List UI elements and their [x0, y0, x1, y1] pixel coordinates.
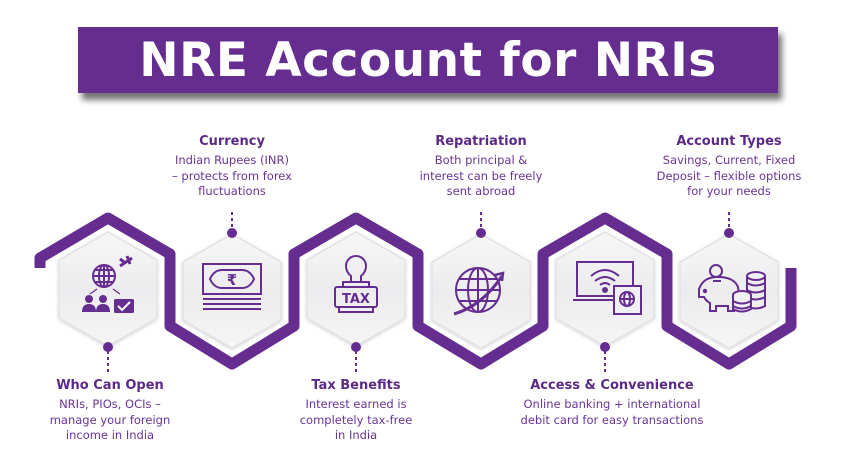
- step-description: Interest earned is completely tax-free i…: [236, 397, 476, 444]
- title-banner: NRE Account for NRIs: [78, 27, 778, 93]
- desc-line: NRIs, PIOs, OCIs –: [59, 397, 161, 411]
- desc-line: Deposit – flexible options: [656, 168, 802, 183]
- svg-text:₹: ₹: [227, 271, 237, 289]
- step-description: Both principal & interest can be freely …: [361, 153, 601, 200]
- desc-line: Both principal &: [434, 153, 528, 167]
- desc-line: fluctuations: [198, 184, 266, 198]
- step-currency: Currency Indian Rupees (INR) – protects …: [112, 134, 352, 200]
- piggy-bank-coins-icon: [698, 264, 766, 313]
- desc-line: completely tax-free: [299, 412, 413, 427]
- step-access-convenience: Access & Convenience Online banking + in…: [482, 378, 742, 428]
- connectors: [103, 212, 734, 372]
- step-title: Currency: [199, 134, 265, 149]
- desc-line: manage your foreign: [49, 412, 171, 427]
- step-title: Repatriation: [435, 134, 527, 149]
- desc-line: in India: [334, 428, 378, 442]
- tax-stamp-icon: TAX: [334, 255, 378, 313]
- desc-line: Savings, Current, Fixed: [662, 153, 796, 167]
- step-who-can-open: Who Can Open NRIs, PIOs, OCIs – manage y…: [0, 378, 230, 444]
- step-title: Tax Benefits: [311, 378, 401, 393]
- hexagon-1: [58, 231, 158, 347]
- purple-band: [34, 212, 797, 370]
- desc-line: income in India: [65, 428, 155, 442]
- step-account-types: Account Types Savings, Current, Fixed De…: [609, 134, 849, 200]
- step-tax-benefits: Tax Benefits Interest earned is complete…: [236, 378, 476, 444]
- step-description: Online banking + international debit car…: [482, 397, 742, 428]
- global-users-check-icon: [82, 255, 134, 313]
- desc-line: Online banking + international: [523, 397, 701, 411]
- step-title: Account Types: [676, 134, 782, 149]
- desc-line: for your needs: [687, 184, 771, 198]
- hexagon-3: [306, 231, 406, 347]
- globe-arrow-icon: [453, 267, 505, 316]
- step-title: Who Can Open: [56, 378, 164, 393]
- desc-line: Indian Rupees (INR): [175, 153, 289, 167]
- hexagon-6: [679, 233, 779, 349]
- step-description: Indian Rupees (INR) – protects from fore…: [112, 153, 352, 200]
- desc-line: interest can be freely: [419, 168, 543, 183]
- desc-line: Interest earned is: [305, 397, 407, 411]
- step-description: Savings, Current, Fixed Deposit – flexib…: [609, 153, 849, 200]
- step-description: NRIs, PIOs, OCIs – manage your foreign i…: [0, 397, 230, 444]
- desc-line: sent abroad: [446, 184, 516, 198]
- step-repatriation: Repatriation Both principal & interest c…: [361, 134, 601, 200]
- hexagon-2: [182, 233, 282, 349]
- rupee-banknote-icon: ₹: [202, 263, 262, 310]
- step-title: Access & Convenience: [530, 378, 694, 393]
- svg-text:TAX: TAX: [342, 292, 370, 307]
- desc-line: – protects from forex: [172, 168, 292, 183]
- page-title: NRE Account for NRIs: [139, 32, 717, 88]
- laptop-wifi-globe-icon: [573, 261, 642, 315]
- desc-line: debit card for easy transactions: [520, 412, 704, 427]
